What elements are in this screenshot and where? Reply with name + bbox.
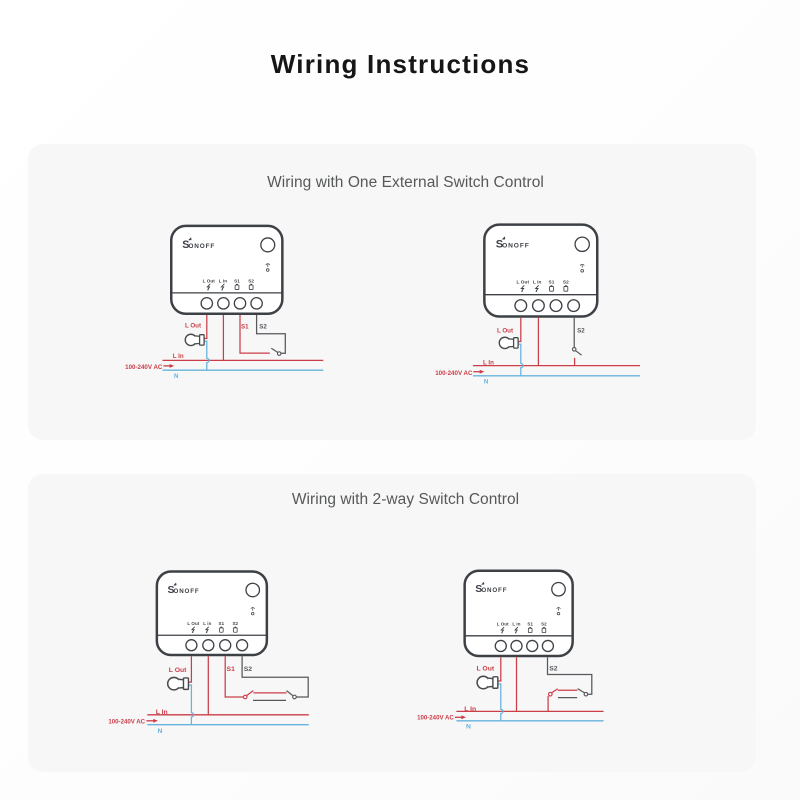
- svg-text:100-240V AC: 100-240V AC: [435, 370, 473, 377]
- svg-text:L Out: L Out: [497, 328, 513, 335]
- svg-text:S2: S2: [563, 280, 569, 285]
- svg-text:S: S: [167, 584, 174, 596]
- svg-text:L Out: L Out: [169, 667, 187, 674]
- svg-text:S2: S2: [549, 666, 558, 673]
- svg-text:L In: L In: [156, 709, 168, 716]
- svg-text:L in: L in: [512, 622, 520, 627]
- svg-text:S: S: [182, 239, 189, 251]
- svg-text:L Out: L Out: [516, 280, 529, 285]
- svg-text:100-240V AC: 100-240V AC: [417, 715, 454, 722]
- svg-text:100-240V AC: 100-240V AC: [108, 719, 145, 726]
- svg-text:ONOFF: ONOFF: [502, 242, 530, 249]
- svg-text:S: S: [496, 238, 504, 250]
- svg-text:L In: L In: [483, 359, 494, 366]
- svg-text:S1: S1: [234, 278, 240, 283]
- svg-text:S1: S1: [527, 622, 533, 627]
- svg-text:S2: S2: [248, 278, 254, 283]
- svg-text:L In: L In: [464, 706, 476, 713]
- svg-text:N: N: [466, 723, 471, 730]
- svg-text:ONOFF: ONOFF: [188, 243, 215, 250]
- svg-text:L Out: L Out: [185, 322, 201, 329]
- svg-text:S1: S1: [227, 666, 236, 673]
- svg-text:L in: L in: [203, 621, 211, 626]
- svg-text:L in: L in: [219, 278, 228, 283]
- svg-text:100-240V AC: 100-240V AC: [125, 364, 163, 371]
- svg-text:S2: S2: [244, 666, 253, 673]
- svg-text:S2: S2: [233, 621, 239, 626]
- svg-text:S1: S1: [241, 323, 249, 330]
- svg-text:L Out: L Out: [476, 666, 494, 673]
- svg-text:S2: S2: [541, 622, 547, 627]
- svg-text:ONOFF: ONOFF: [174, 588, 200, 595]
- svg-text:N: N: [174, 373, 179, 380]
- svg-text:S1: S1: [549, 280, 555, 285]
- svg-text:L Out: L Out: [497, 622, 509, 627]
- svg-text:ONOFF: ONOFF: [481, 587, 507, 594]
- svg-text:S: S: [475, 583, 482, 595]
- svg-text:L in: L in: [533, 280, 542, 285]
- svg-text:L In: L In: [173, 353, 184, 360]
- svg-text:S1: S1: [219, 621, 225, 626]
- svg-text:N: N: [158, 728, 163, 735]
- svg-text:L Out: L Out: [203, 278, 216, 283]
- svg-text:L Out: L Out: [187, 621, 199, 626]
- svg-text:S2: S2: [577, 328, 585, 335]
- svg-text:S2: S2: [259, 323, 267, 330]
- svg-text:N: N: [484, 379, 489, 386]
